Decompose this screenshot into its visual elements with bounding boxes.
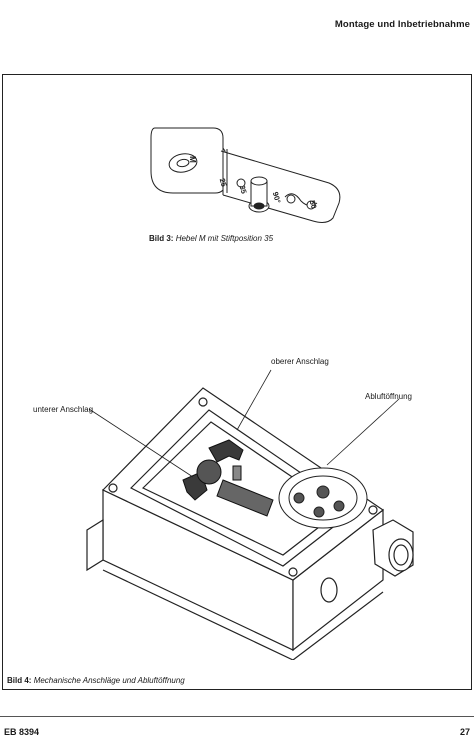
figure-frame: M 25 35 90° 50 Bild 3: Hebel M mit Stift… [2, 74, 472, 690]
figure3-caption-text: Hebel M mit Stiftposition 35 [175, 234, 274, 243]
exhaust-opening-callout: Abluftöffnung [365, 392, 413, 401]
footer-divider [0, 716, 474, 717]
figure3-caption: Bild 3: Hebel M mit Stiftposition 35 [149, 234, 273, 243]
positioner-housing-drawing [86, 387, 414, 660]
figure3-caption-label: Bild 3: [149, 234, 174, 243]
lever-m-drawing [150, 127, 341, 223]
lower-stop-callout: unterer Anschlag [33, 405, 94, 414]
page-header-title: Montage und Inbetriebnahme [334, 19, 470, 30]
figure4-caption-text: Mechanische Anschläge und Abluftöffnung [33, 676, 185, 685]
figure4-caption: Bild 4: Mechanische Anschläge und Abluft… [7, 676, 185, 685]
callout-leader-lines [88, 369, 400, 478]
document-id: EB 8394 [4, 727, 40, 737]
page-number: 27 [459, 727, 470, 737]
upper-stop-callout: oberer Anschlag [271, 357, 329, 366]
figure4-caption-label: Bild 4: [7, 676, 32, 685]
